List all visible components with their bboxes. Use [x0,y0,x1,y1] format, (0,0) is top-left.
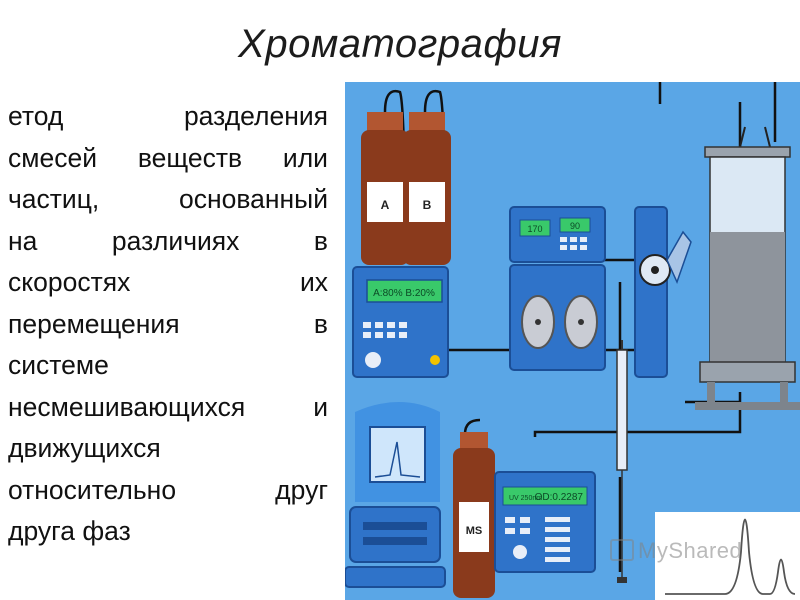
body-line: друга фаз [8,516,131,546]
body-text: етод разделения смесей веществ или части… [8,96,328,553]
chromatogram-peaks [655,512,800,600]
gradient-mixer: A:80% B:20% [352,266,449,378]
chromatography-diagram: A B A:80% B:20% 170 90 [345,82,800,600]
computer-icon [345,402,446,588]
bottle-a-label: A [381,198,390,212]
watermark-text: MyShared [638,538,743,563]
body-line: етод разделения [8,101,328,131]
body-line: скоростях их [8,267,328,297]
injector-valve [634,206,692,378]
body-line: смесей веществ или [8,142,328,173]
body-line: на различиях в [8,225,328,256]
diagram-svg: A B A:80% B:20% 170 90 [345,82,800,600]
detector-display: OD:0.2287 [535,492,584,503]
slide-title: Хроматография [238,22,562,66]
body-line: перемещения в [8,308,328,339]
chromatography-column [695,126,800,410]
bottle-ms: MS [453,432,495,598]
watermark-icon [610,539,634,561]
detector-device: UV 250nm OD:0.2287 [494,471,596,573]
body-line: относительно друг [8,474,328,505]
bottle-b: B [403,112,451,265]
body-line: движущихся [8,433,161,463]
pump-device: 170 90 [509,206,606,371]
body-line: частиц, основанный [8,184,328,214]
bottle-ms-label: MS [466,525,483,537]
watermark: MyShared [610,538,742,564]
body-line: системе [8,350,109,380]
detector-small-text: UV 250nm [509,495,542,502]
bottle-b-label: B [423,198,432,212]
pump-display-left: 170 [527,224,542,234]
body-line: несмешивающихся и [8,391,328,422]
gradient-display: A:80% B:20% [373,288,435,299]
bottle-a: A [361,112,409,265]
pump-display-right: 90 [570,221,580,231]
